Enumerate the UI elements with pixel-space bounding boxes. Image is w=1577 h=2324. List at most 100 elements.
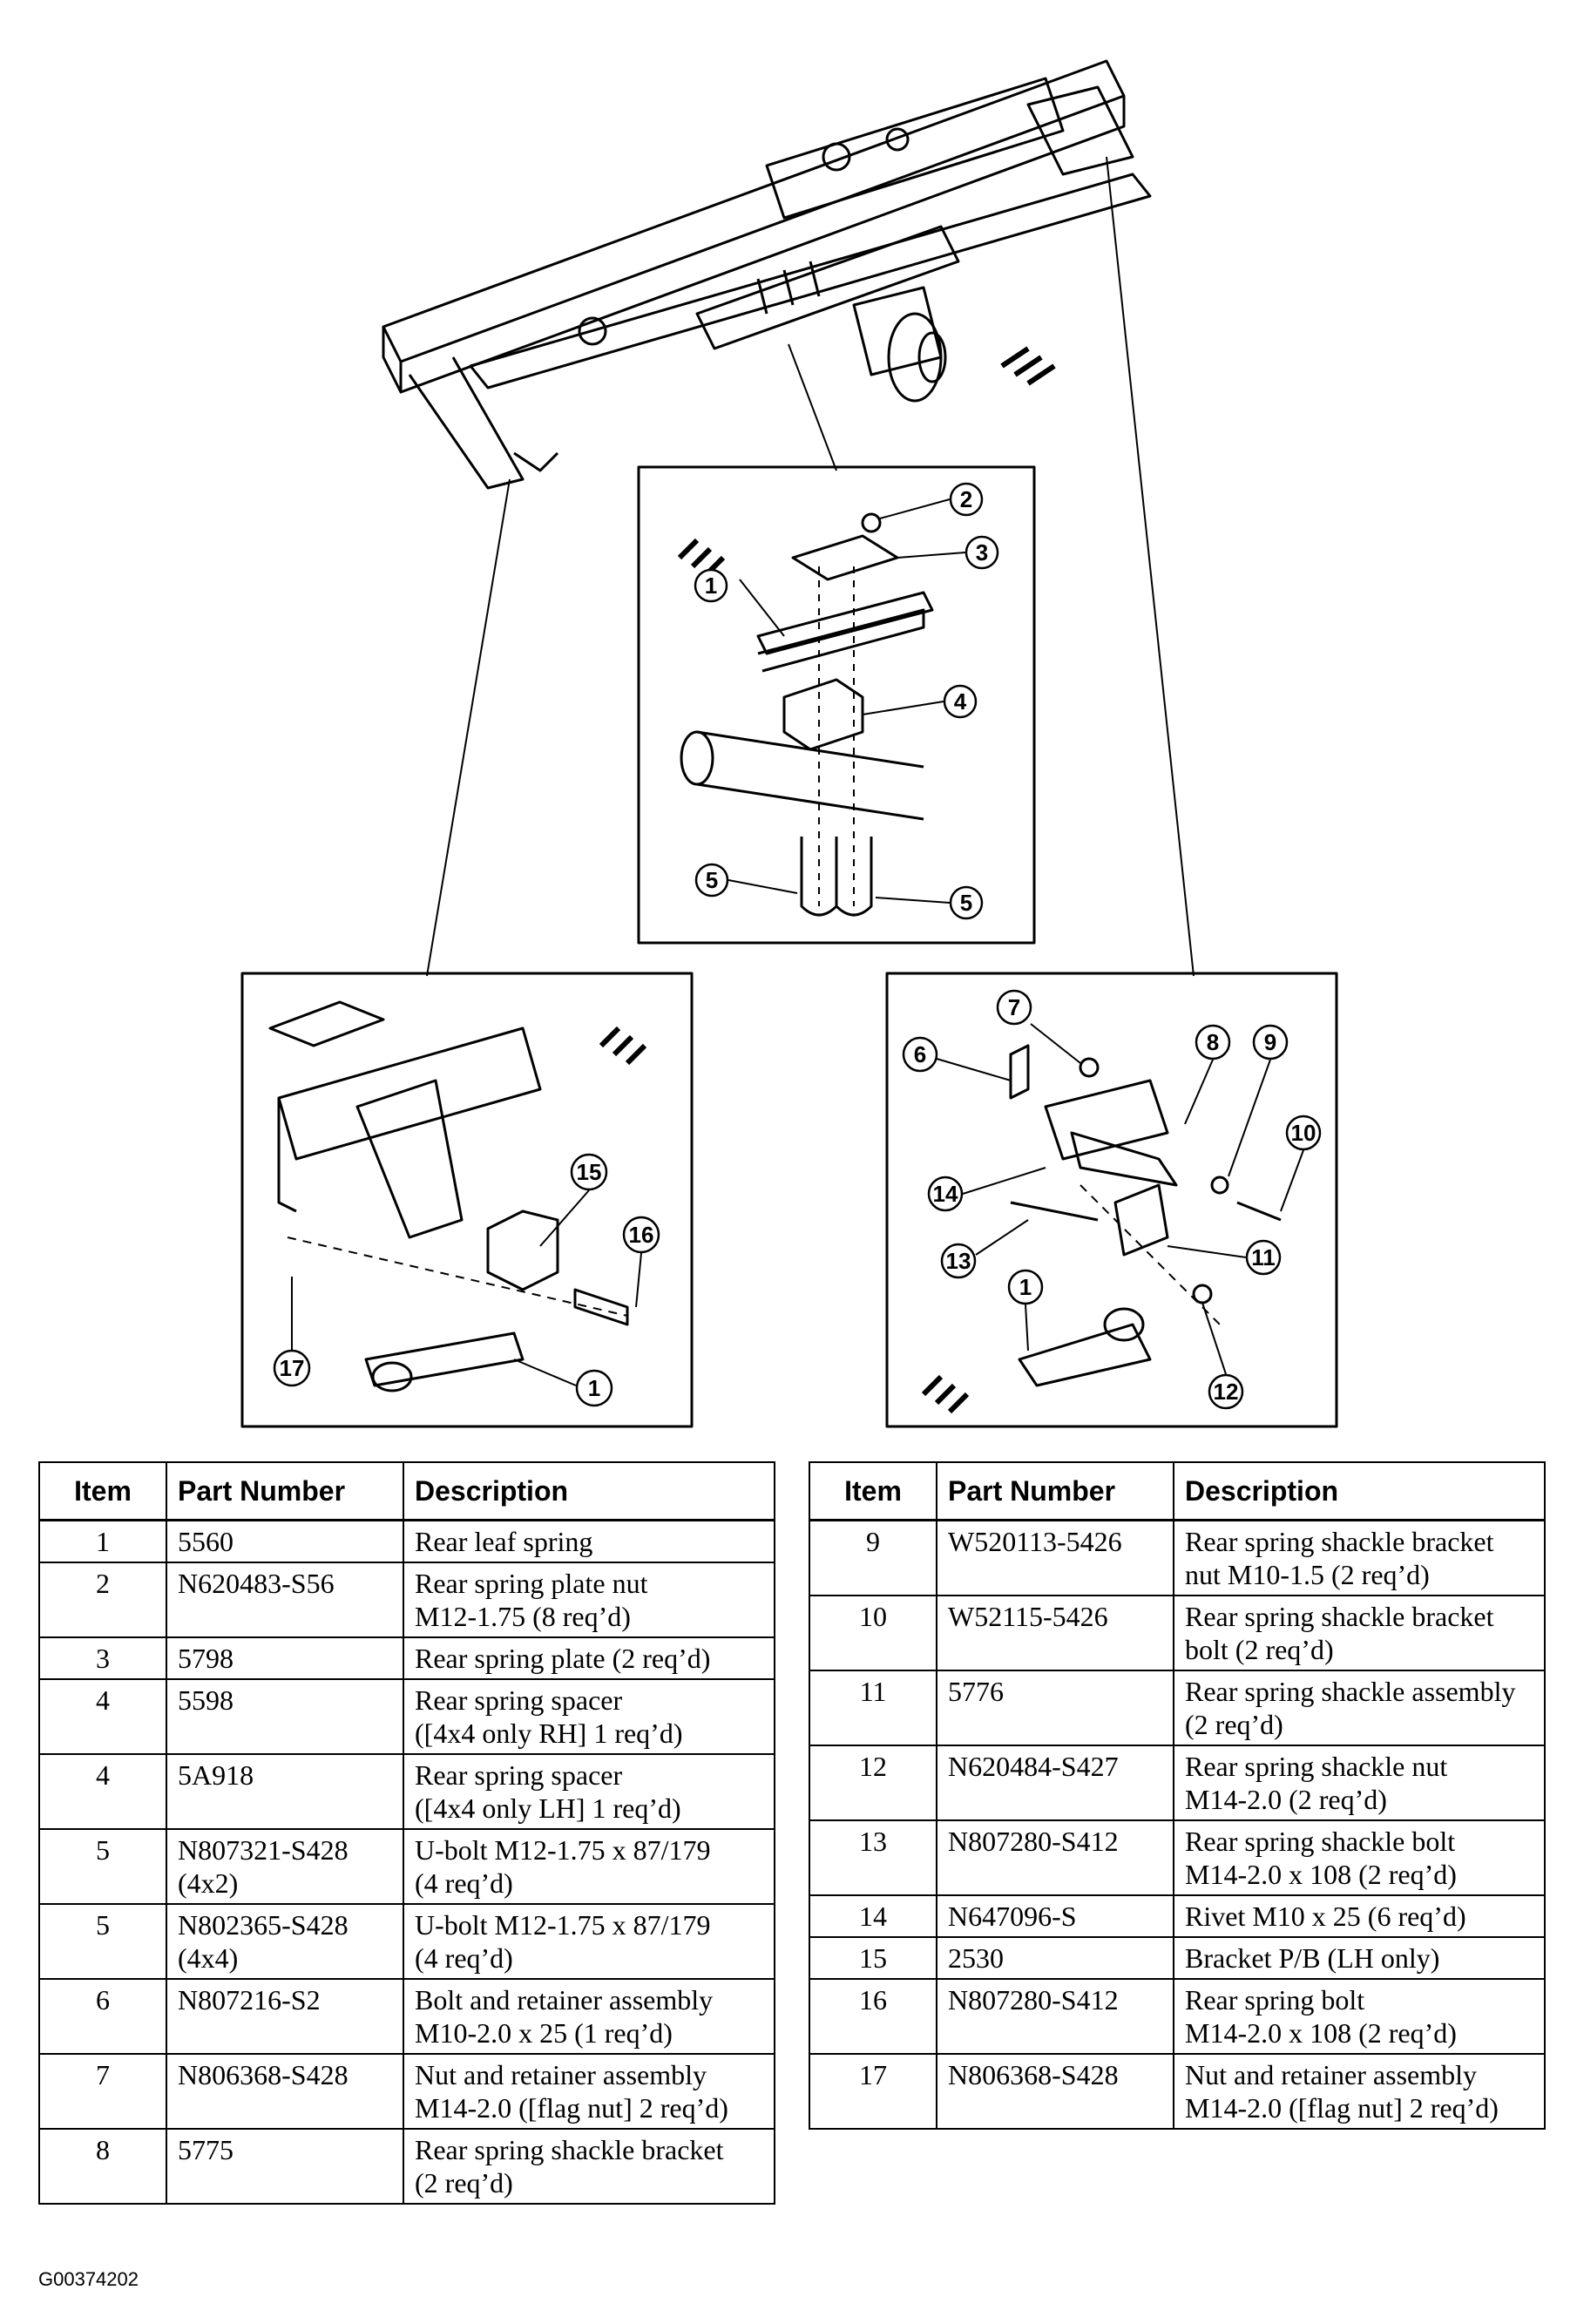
part-number-cell: 5775 bbox=[166, 2128, 404, 2205]
description-cell: Rear spring shackle bracket nut M10-1.5 … bbox=[1173, 1519, 1546, 1596]
figure-code: G00374202 bbox=[38, 2268, 139, 2290]
header-description: Description bbox=[403, 1461, 775, 1521]
description-cell: Nut and retainer assembly M14-2.0 ([flag… bbox=[403, 2053, 775, 2130]
header-item: Item bbox=[809, 1461, 937, 1521]
description-cell: Rear spring plate nut M12-1.75 (8 req’d) bbox=[403, 1562, 775, 1638]
header-part-number: Part Number bbox=[166, 1461, 404, 1521]
item-cell: 2 bbox=[38, 1562, 167, 1638]
item-cell: 3 bbox=[38, 1636, 167, 1680]
part-number-cell: 5598 bbox=[166, 1678, 404, 1755]
callouts-top: 1 2 3 4 5 5 bbox=[694, 482, 999, 920]
part-number-cell: 5560 bbox=[166, 1519, 404, 1563]
exploded-suspension-diagram: 1 2 3 4 5 5 15 16 17 1 7 8 bbox=[240, 59, 1338, 1428]
callout-5b: 5 bbox=[960, 890, 972, 916]
description-cell: Rear spring shackle assembly (2 req’d) bbox=[1173, 1670, 1546, 1746]
description-cell: Rear spring plate (2 req’d) bbox=[403, 1636, 775, 1680]
part-number-cell: N806368-S428 bbox=[166, 2053, 404, 2130]
item-cell: 6 bbox=[38, 1978, 167, 2055]
callout-4: 4 bbox=[954, 688, 967, 715]
item-cell: 14 bbox=[809, 1894, 937, 1938]
callout-13: 13 bbox=[946, 1248, 971, 1274]
callout-7: 7 bbox=[1008, 994, 1020, 1020]
item-cell: 4 bbox=[38, 1678, 167, 1755]
header-item: Item bbox=[38, 1461, 167, 1521]
detail-frame-right bbox=[885, 972, 1338, 1428]
callout-6: 6 bbox=[914, 1041, 926, 1067]
item-cell: 8 bbox=[38, 2128, 167, 2205]
description-cell: Bolt and retainer assembly M10-2.0 x 25 … bbox=[403, 1978, 775, 2055]
part-number-cell: N802365-S428 (4x4) bbox=[166, 1903, 404, 1980]
description-cell: Rivet M10 x 25 (6 req’d) bbox=[1173, 1894, 1546, 1938]
description-cell: Rear spring spacer ([4x4 only LH] 1 req’… bbox=[403, 1753, 775, 1830]
callout-17: 17 bbox=[280, 1355, 305, 1381]
item-cell: 13 bbox=[809, 1819, 937, 1896]
part-number-cell: N806368-S428 bbox=[936, 2053, 1174, 2130]
description-cell: Rear spring shackle nut M14-2.0 (2 req’d… bbox=[1173, 1745, 1546, 1821]
part-number-cell: N807216-S2 bbox=[166, 1978, 404, 2055]
callout-5a: 5 bbox=[706, 867, 718, 893]
part-number-cell: N620484-S427 bbox=[936, 1745, 1174, 1821]
part-number-cell: 5A918 bbox=[166, 1753, 404, 1830]
item-cell: 16 bbox=[809, 1978, 937, 2055]
item-cell: 11 bbox=[809, 1670, 937, 1746]
description-cell: Bracket P/B (LH only) bbox=[1173, 1936, 1546, 1980]
item-cell: 5 bbox=[38, 1903, 167, 1980]
callout-1-left: 1 bbox=[588, 1375, 600, 1401]
rear-spring-shackle bbox=[921, 1044, 1282, 1414]
item-cell: 17 bbox=[809, 2053, 937, 2130]
part-number-cell: N620483-S56 bbox=[166, 1562, 404, 1638]
description-cell: U-bolt M12-1.75 x 87/179 (4 req’d) bbox=[403, 1828, 775, 1905]
item-cell: 9 bbox=[809, 1519, 937, 1596]
table-header-row: Item Part Number Description bbox=[38, 1461, 775, 1521]
part-number-cell: N807321-S428 (4x2) bbox=[166, 1828, 404, 1905]
callout-15: 15 bbox=[577, 1159, 602, 1185]
callout-1: 1 bbox=[705, 573, 717, 599]
callout-9: 9 bbox=[1264, 1029, 1276, 1055]
callout-8: 8 bbox=[1207, 1029, 1219, 1055]
part-number-cell: N807280-S412 bbox=[936, 1819, 1174, 1896]
description-cell: Nut and retainer assembly M14-2.0 ([flag… bbox=[1173, 2053, 1546, 2130]
part-number-cell: 5798 bbox=[166, 1636, 404, 1680]
callout-3: 3 bbox=[976, 539, 988, 566]
part-number-cell: W520113-5426 bbox=[936, 1519, 1174, 1596]
part-number-cell: 2530 bbox=[936, 1936, 1174, 1980]
item-cell: 12 bbox=[809, 1745, 937, 1821]
callout-10: 10 bbox=[1291, 1120, 1316, 1146]
callouts-right: 7 8 9 6 10 14 13 11 1 12 bbox=[902, 989, 1322, 1410]
description-cell: Rear spring shackle bracket (2 req’d) bbox=[403, 2128, 775, 2205]
detail-frame-top bbox=[637, 465, 1036, 945]
callout-11: 11 bbox=[1251, 1244, 1276, 1270]
item-cell: 7 bbox=[38, 2053, 167, 2130]
callout-14: 14 bbox=[933, 1181, 958, 1207]
callout-2: 2 bbox=[960, 486, 972, 512]
part-number-cell: W52115-5426 bbox=[936, 1595, 1174, 1671]
item-cell: 10 bbox=[809, 1595, 937, 1671]
description-cell: Rear spring shackle bracket bolt (2 req’… bbox=[1173, 1595, 1546, 1671]
callout-12: 12 bbox=[1214, 1379, 1239, 1405]
item-cell: 4 bbox=[38, 1753, 167, 1830]
item-cell: 5 bbox=[38, 1828, 167, 1905]
callout-1-right: 1 bbox=[1019, 1274, 1032, 1300]
item-cell: 1 bbox=[38, 1519, 167, 1563]
part-number-cell: 5776 bbox=[936, 1670, 1174, 1746]
description-cell: Rear spring shackle bolt M14-2.0 x 108 (… bbox=[1173, 1819, 1546, 1896]
item-cell: 15 bbox=[809, 1936, 937, 1980]
